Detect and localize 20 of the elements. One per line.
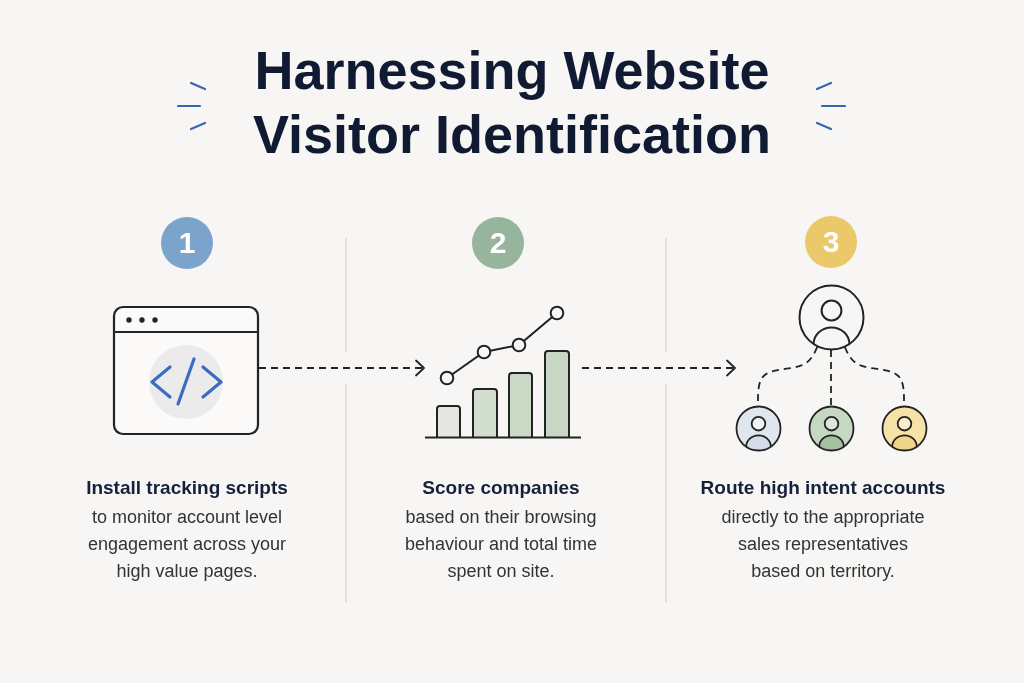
step-heading: Install tracking scripts: [86, 476, 288, 500]
browser-code-illustration: [113, 306, 259, 435]
person-avatar-icon: [734, 404, 782, 452]
connector-line: [830, 349, 832, 406]
step-number-badge: 2: [472, 217, 524, 269]
org-chart-illustration: [735, 284, 927, 452]
step-description: to monitor account level engagement across your high value pages.: [86, 506, 288, 583]
title: Harnessing Website Visitor Identification: [251, 39, 773, 166]
bar-chart-illustration: [424, 305, 582, 439]
step-number-badge: 3: [805, 216, 857, 268]
person-avatar-icon: [807, 404, 855, 452]
arrow: [258, 359, 425, 377]
step-heading: Route high intent accounts: [700, 476, 946, 500]
step-number-badge: 1: [161, 217, 213, 269]
step-description: based on their browsing behaviour and total time spent on site.: [403, 506, 599, 583]
step-heading: Score companies: [422, 476, 580, 500]
person-avatar-icon: [880, 404, 928, 452]
person-avatar-icon: [797, 283, 865, 351]
step-description: directly to the appropriate sales representatives based on territory.: [720, 506, 926, 583]
arrow: [581, 359, 736, 377]
